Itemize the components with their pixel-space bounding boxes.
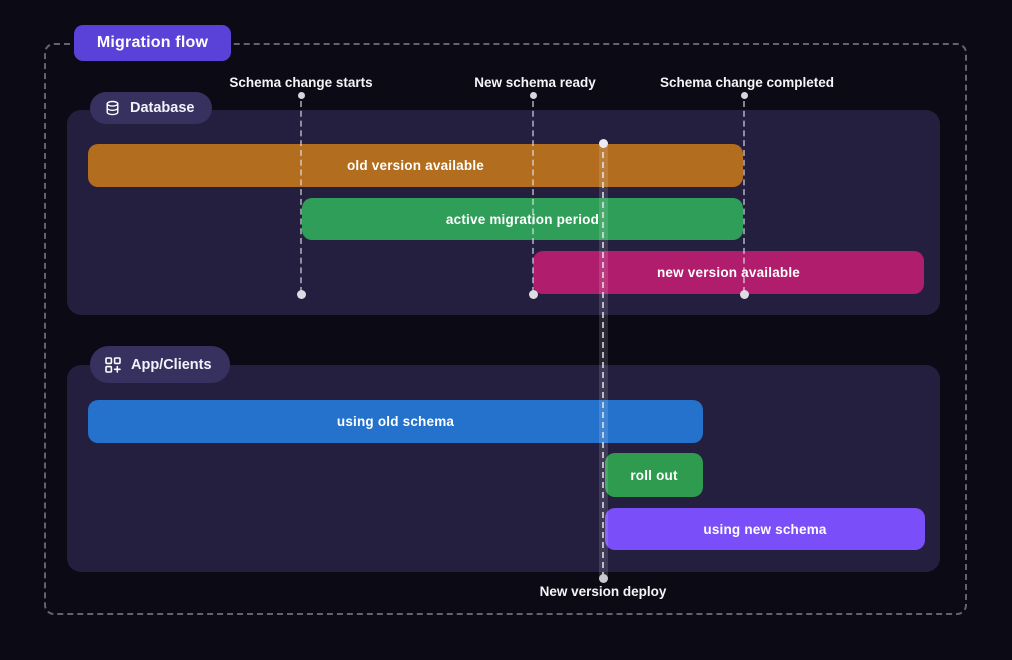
app-clients-badge-label: App/Clients (131, 356, 212, 373)
deploy-label: New version deploy (539, 584, 667, 599)
bar-old-version-available: old version available (88, 144, 743, 187)
deploy-dot-top (599, 139, 608, 148)
bar-new-version-available: new version available (533, 251, 924, 294)
bar-active-migration-period: active migration period (302, 198, 743, 240)
database-badge: Database (90, 92, 213, 124)
diagram-frame (44, 43, 967, 615)
bar-roll-out: roll out (605, 453, 703, 497)
marker-label-schema-change-starts: Schema change starts (229, 75, 373, 90)
bar-using-new-schema: using new schema (605, 508, 925, 550)
diagram-title: Migration flow (96, 34, 209, 51)
guide-line-new-schema-ready (532, 101, 534, 293)
guide-line-schema-change-starts (300, 101, 302, 293)
apps-plus-icon (104, 356, 122, 374)
bar-using-old-schema: using old schema (88, 400, 703, 443)
marker-dot-bottom (740, 290, 749, 299)
bar-label: using new schema (703, 521, 827, 537)
marker-dot-top (741, 92, 748, 99)
marker-dot-top (530, 92, 537, 99)
deploy-line (602, 142, 604, 578)
deploy-dot-bottom (599, 574, 608, 583)
bar-label: active migration period (445, 211, 600, 227)
bar-label: new version available (656, 265, 801, 280)
marker-dot-bottom (297, 290, 306, 299)
marker-dot-bottom (529, 290, 538, 299)
bar-label: roll out (630, 467, 678, 483)
guide-line-schema-change-completed (743, 101, 745, 293)
app-clients-badge: App/Clients (90, 346, 230, 383)
diagram-title-badge: Migration flow (74, 25, 231, 61)
marker-label-new-schema-ready: New schema ready (474, 75, 596, 90)
bar-label: old version available (346, 158, 484, 173)
database-badge-label: Database (130, 100, 195, 116)
bar-label: using old schema (336, 414, 455, 429)
marker-dot-top (298, 92, 305, 99)
marker-label-schema-change-completed: Schema change completed (659, 75, 835, 90)
database-icon (104, 100, 121, 117)
